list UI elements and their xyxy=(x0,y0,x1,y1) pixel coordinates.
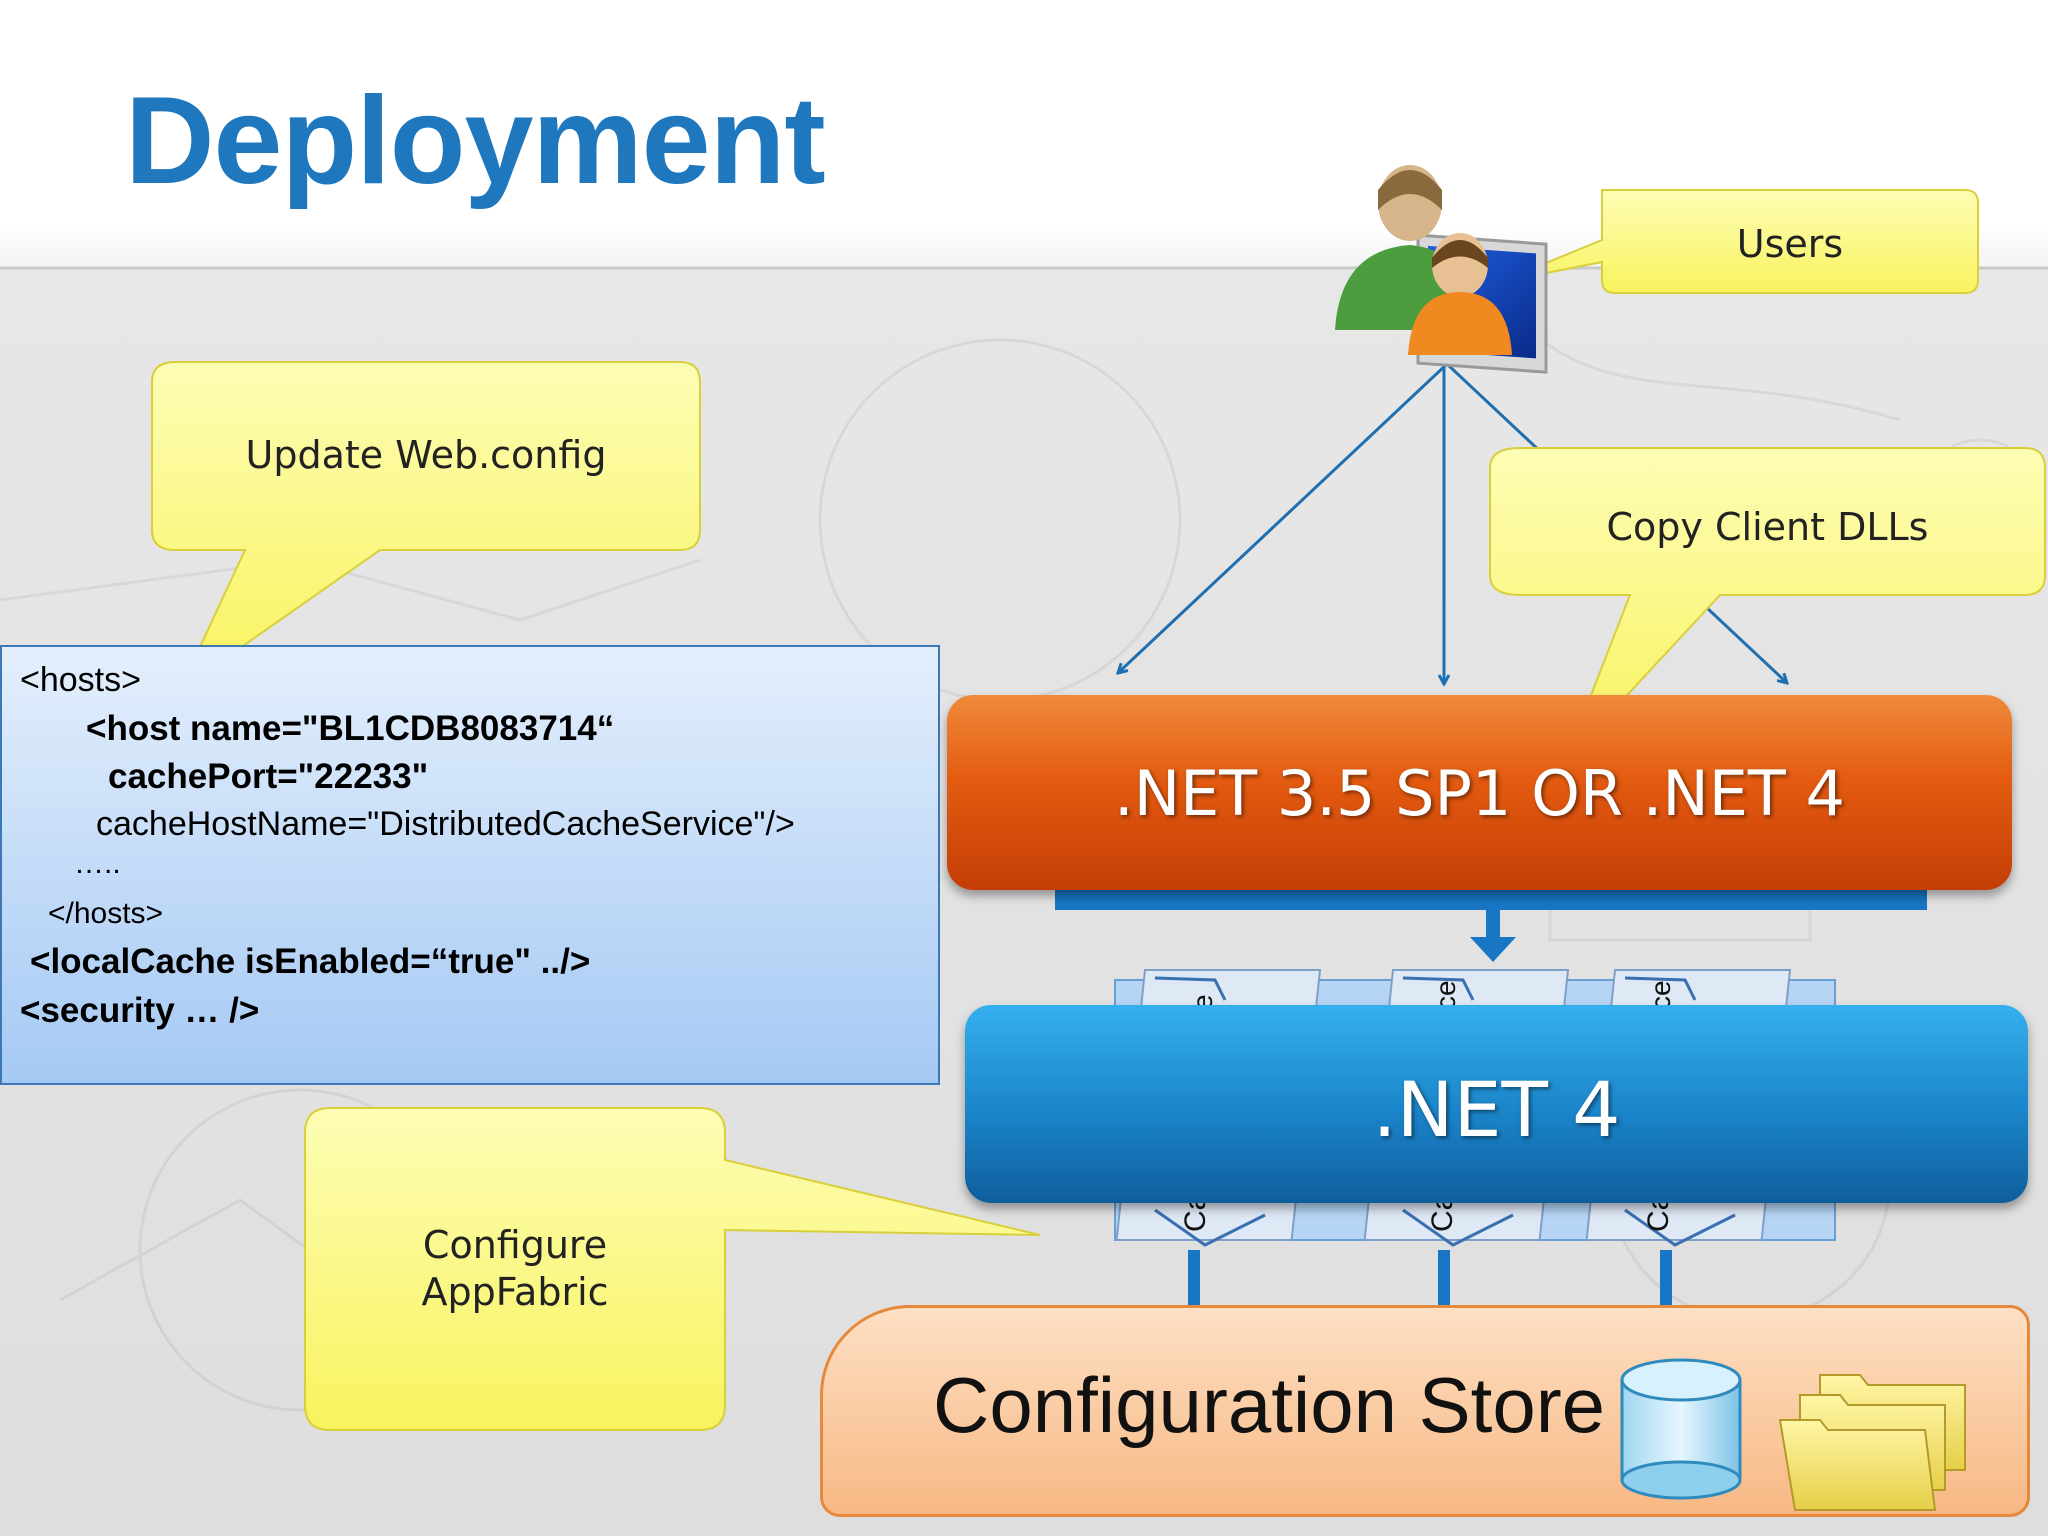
client-tier-bar: .NET 3.5 SP1 OR .NET 4 xyxy=(947,695,2012,890)
folders-icon xyxy=(1778,1374,1966,1511)
store-icons xyxy=(1620,1358,1966,1511)
database-icon xyxy=(1620,1358,1742,1500)
callout-copy-dlls-shape xyxy=(1489,447,2046,763)
slide-title: Deployment xyxy=(125,72,826,210)
code-line: <security … /> xyxy=(20,991,260,1030)
config-code-box: <hosts> <host name="BL1CDB8083714“ cache… xyxy=(0,645,940,1085)
callout-configure-appfabric-line1: Configure xyxy=(422,1223,608,1267)
callout-configure-appfabric-line2: AppFabric xyxy=(421,1270,609,1314)
code-line: cacheHostName="DistributedCacheService"/… xyxy=(96,805,795,843)
server-tier-label: .NET 4 xyxy=(1372,1065,1621,1154)
server-tier-bar: .NET 4 xyxy=(965,1005,2028,1203)
callout-users: Users xyxy=(1736,222,1844,266)
callout-configure-appfabric-shape xyxy=(304,1107,1041,1431)
code-line: <host name="BL1CDB8083714“ xyxy=(86,709,615,748)
client-tier-label: .NET 3.5 SP1 OR .NET 4 xyxy=(1114,757,1845,830)
callout-copy-client-dlls: Copy Client DLLs xyxy=(1606,505,1929,549)
code-line: <hosts> xyxy=(20,661,141,699)
code-line: ….. xyxy=(74,847,121,880)
callout-users-shape xyxy=(1499,189,1979,294)
code-line: </hosts> xyxy=(48,897,164,930)
callout-update-webconfig: Update Web.config xyxy=(245,433,607,477)
callout-update-webconfig-shape xyxy=(151,361,701,693)
users-computer-icon xyxy=(1335,165,1548,374)
code-line: <localCache isEnabled=“true" ../> xyxy=(30,942,591,981)
configuration-store-label: Configuration Store xyxy=(933,1361,1606,1449)
code-line: cachePort="22233" xyxy=(108,757,429,796)
